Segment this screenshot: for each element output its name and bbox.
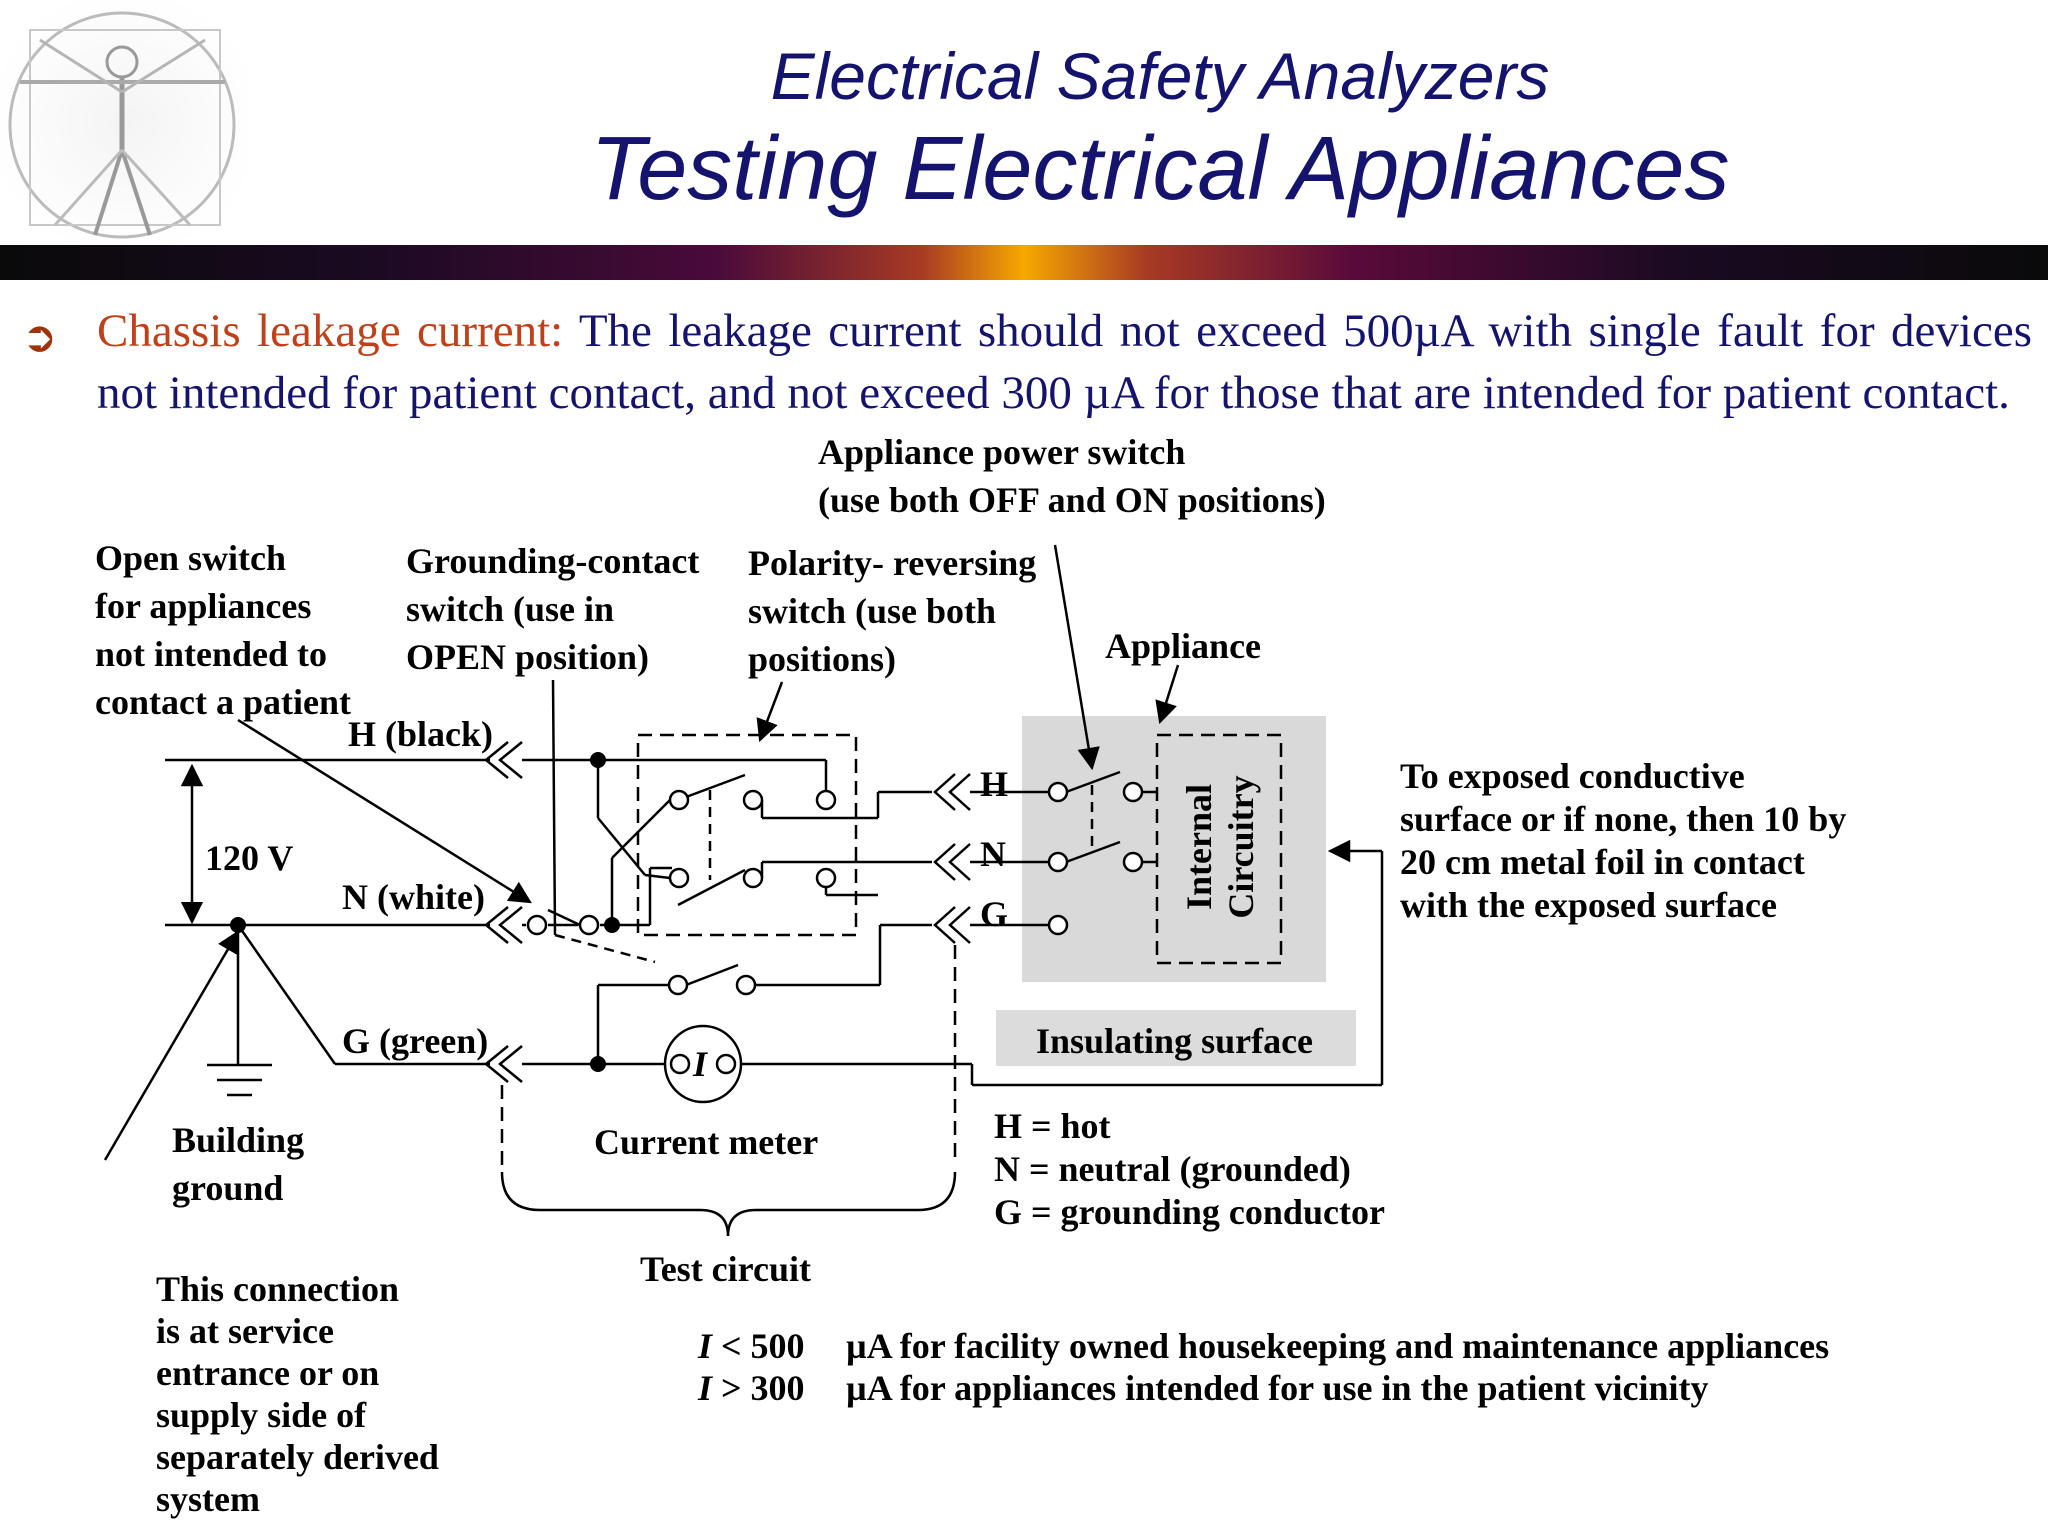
label-line: switch (use both	[748, 591, 997, 631]
slide-title-line2: Testing Electrical Appliances	[590, 119, 1730, 219]
legend-neutral: N = neutral (grounded)	[994, 1149, 1351, 1189]
polarity-reversing-switch-label: Polarity- reversing switch (use both pos…	[748, 539, 1036, 683]
appliance-power-switch-label: Appliance power switch (use both OFF and…	[818, 428, 1326, 524]
hot-wire-label: H (black)	[348, 714, 494, 754]
service-connection-note: This connection is at service entrance o…	[156, 1268, 439, 1520]
legend-ground: G = grounding conductor	[994, 1192, 1385, 1232]
label-line: entrance or on	[156, 1353, 380, 1393]
label-line: OPEN position)	[406, 637, 650, 677]
label-line: switch (use in	[406, 589, 615, 629]
limit-line-2: I > 300	[698, 1364, 805, 1412]
plug-h-label: H	[980, 764, 1009, 804]
limit-operator: < 500	[712, 1326, 805, 1366]
label-line: positions)	[748, 639, 897, 679]
limit-line-1: I < 500	[698, 1322, 805, 1370]
label-line: ground	[172, 1168, 284, 1208]
bullet-text: Chassis leakage current: The leakage cur…	[97, 300, 2032, 424]
label-line: (use both OFF and ON positions)	[818, 480, 1326, 520]
label-line: Circuitry	[1221, 775, 1261, 919]
label-line: This connection	[156, 1269, 400, 1309]
label-line: with the exposed surface	[1400, 885, 1777, 925]
label-line: surface or if none, then 10 by	[1400, 799, 1847, 839]
neutral-wire-label: N (white)	[342, 877, 485, 917]
open-switch-label: Open switch for appliances not intended …	[95, 534, 351, 726]
voltage-label: 120 V	[205, 838, 294, 878]
label-line: is at service	[156, 1311, 334, 1351]
current-meter-label: Current meter	[594, 1122, 819, 1162]
label-line: Grounding-contact	[406, 541, 700, 581]
label-line: Internal	[1179, 784, 1219, 910]
label-line: Building	[172, 1120, 305, 1160]
limit-operator: > 300	[712, 1368, 805, 1408]
plug-n-label: N	[980, 834, 1006, 874]
appliance-label: Appliance	[1105, 626, 1262, 666]
insulating-surface-box	[996, 1010, 1356, 1066]
appliance-box	[1022, 716, 1326, 982]
legend-block: H = hot N = neutral (grounded) G = groun…	[994, 1105, 1385, 1234]
limit-text-1: µA for facility owned housekeeping and m…	[846, 1326, 1830, 1366]
limit-symbol: I	[698, 1326, 713, 1366]
header-divider-bar	[0, 245, 2048, 280]
label-line: for appliances	[95, 586, 312, 626]
limit-symbol: I	[698, 1368, 713, 1408]
bullet-term: Chassis leakage current:	[97, 305, 564, 357]
test-circuit-label: Test circuit	[640, 1249, 811, 1289]
label-line: Appliance power switch	[818, 432, 1186, 472]
slide-title-line1: Electrical Safety Analyzers	[770, 39, 1550, 113]
label-line: contact a patient	[95, 682, 351, 722]
label-line: Open switch	[95, 538, 287, 578]
exposed-surface-label: To exposed conductive surface or if none…	[1400, 755, 1846, 927]
insulating-surface-label: Insulating surface	[1036, 1021, 1314, 1061]
vitruvian-man-logo-icon	[0, 0, 250, 245]
arrow-bullet-icon: ➲	[22, 312, 58, 361]
label-line: supply side of	[156, 1395, 367, 1435]
label-line: To exposed conductive	[1400, 756, 1745, 796]
ground-wire-label: G (green)	[342, 1021, 489, 1061]
internal-circuitry-label: Internal Circuitry	[1178, 747, 1262, 947]
bullet-body: The leakage current should not exceed 50…	[97, 305, 2032, 419]
meter-symbol: I	[693, 1044, 708, 1084]
legend-hot: H = hot	[994, 1106, 1111, 1146]
plug-g-label: G	[980, 894, 1009, 934]
label-line: system	[156, 1479, 260, 1519]
label-line: not intended to	[95, 634, 328, 674]
building-ground-label: Building ground	[172, 1116, 304, 1212]
limit-text-2: µA for appliances intended for use in th…	[846, 1368, 1709, 1408]
label-line: Polarity- reversing	[748, 543, 1037, 583]
label-line: separately derived	[156, 1437, 439, 1477]
grounding-contact-switch-label: Grounding-contact switch (use in OPEN po…	[406, 537, 699, 681]
label-line: 20 cm metal foil in contact	[1400, 842, 1805, 882]
